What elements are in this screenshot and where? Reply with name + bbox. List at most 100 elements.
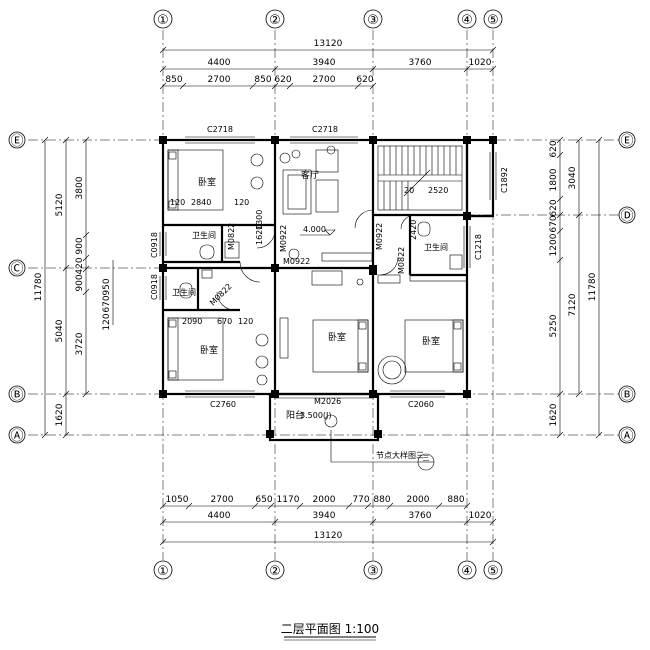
dim-bot-650: 650 — [255, 495, 272, 505]
axis-label-3-bottom: ③ — [367, 564, 379, 579]
room-label-living: 客厅 — [301, 169, 319, 181]
axis-label-3-top: ③ — [367, 13, 379, 28]
dim-right-670: 670 — [549, 215, 559, 232]
dim-top-850-a: 850 — [165, 75, 182, 85]
dim-top-3940: 3940 — [313, 58, 336, 68]
dim-label-2090: 2090 — [182, 317, 202, 326]
dim-left-1620: 1620 — [55, 403, 65, 426]
room-label-bedroom-3: 卧室 — [328, 331, 346, 343]
door-tag-m0922-c: M0922 — [283, 257, 310, 266]
dim-top-2700-a: 2700 — [208, 75, 231, 85]
window-tag-c0918-a: C0918 — [150, 232, 159, 258]
dimensions-top: 13120 4400 3940 3760 1020 850 2700 850 6… — [159, 39, 497, 90]
dim-bot-770: 770 — [352, 495, 369, 505]
axis-label-2-bottom: ② — [269, 564, 281, 579]
room-label-bath-1: 卫生间 — [192, 230, 216, 240]
dim-bot-4400: 4400 — [208, 511, 231, 521]
axis-label-1-bottom: ① — [157, 564, 169, 579]
door-swings — [216, 209, 416, 311]
dim-label-2420: 2420 — [409, 220, 418, 240]
dim-left-outer: 11780 — [34, 272, 44, 301]
axis-grid-lines — [28, 30, 620, 560]
dim-right-1620: 1620 — [549, 403, 559, 426]
axis-label-4-bottom: ④ — [461, 564, 473, 579]
axis-label-b-right: Ⓑ — [620, 388, 633, 403]
axis-label-4-top: ④ — [461, 13, 473, 28]
room-label-bedroom-1: 卧室 — [198, 176, 216, 188]
dim-left-5040: 5040 — [55, 319, 65, 342]
walls — [161, 138, 495, 442]
dim-right-620-b: 620 — [549, 199, 559, 216]
dim-label-2840: 2840 — [191, 198, 211, 207]
dim-right-outer: 11780 — [588, 272, 598, 301]
dimensions-bottom: 1050 2700 650 1170 2000 770 880 2000 880… — [159, 495, 497, 546]
dim-top-2700-b: 2700 — [313, 75, 336, 85]
room-label-bath-3: 卫生间 — [424, 242, 448, 252]
drawing-title: 二层平面图 1:100 — [281, 622, 379, 636]
dim-bot-1050: 1050 — [166, 495, 189, 505]
drawing-title-group: 二层平面图 1:100 — [281, 622, 379, 641]
room-label-bedroom-4: 卧室 — [422, 335, 440, 347]
door-tag-m0922-a: M0922 — [279, 225, 288, 252]
dim-bot-880-b: 880 — [447, 495, 464, 505]
dim-top-850-b: 850 — [254, 75, 271, 85]
node-detail-number: 三 — [423, 454, 430, 462]
furniture — [167, 145, 468, 428]
staircase — [377, 145, 463, 211]
room-label-bedroom-2: 卧室 — [200, 344, 218, 356]
dimensions-right: 620 1800 620 670 1200 5250 1620 3040 712… — [549, 136, 603, 439]
balcony-level-mark: 3.500(J) — [300, 411, 332, 420]
door-tag-m0922-b: M0922 — [375, 223, 384, 250]
dim-label-120-b: 120 — [234, 198, 249, 207]
dim-left-420: 420 — [75, 257, 85, 274]
dim-left-small-950: 950 — [102, 278, 112, 295]
dim-top-total: 13120 — [314, 39, 343, 49]
axis-label-2-top: ② — [269, 13, 281, 28]
axis-label-5-bottom: ⑤ — [487, 564, 499, 579]
dim-top-3760: 3760 — [409, 58, 432, 68]
dim-bot-880-a: 880 — [373, 495, 390, 505]
door-tag-m2026: M2026 — [314, 397, 341, 406]
dim-left-900-b: 900 — [75, 274, 85, 291]
axis-label-e-right: Ⓔ — [620, 134, 633, 149]
dim-bot-3760: 3760 — [409, 511, 432, 521]
dim-right-5250: 5250 — [549, 314, 559, 337]
dim-right-1800: 1800 — [549, 168, 559, 191]
windows — [159, 136, 497, 398]
dim-left-small-670: 670 — [102, 295, 112, 312]
window-tag-c2718-a: C2718 — [207, 125, 233, 134]
dim-label-20: 20 — [404, 186, 414, 195]
dim-top-620-b: 620 — [356, 75, 373, 85]
dim-left-3800: 3800 — [75, 176, 85, 199]
dim-bot-2700: 2700 — [211, 495, 234, 505]
dim-left-small-120: 120 — [102, 313, 112, 330]
window-tag-c2760: C2760 — [210, 400, 236, 409]
dimensions-left: 11780 5120 5040 1620 3800 900 420 900 37… — [34, 136, 114, 439]
node-detail-label: 节点大样图三 — [376, 450, 424, 460]
dim-label-120-a: 120 — [170, 198, 185, 207]
dim-right-3040: 3040 — [568, 166, 578, 189]
axis-label-5-top: ⑤ — [487, 13, 499, 28]
room-labels: 卧室 卧室 卧室 卧室 客厅 卫生间 卫生间 卫生间 阳台 — [172, 169, 448, 421]
dim-label-120-c: 120 — [238, 317, 253, 326]
window-tag-c1892: C1892 — [500, 167, 509, 193]
dim-label-670: 670 — [217, 317, 232, 326]
dim-right-7120: 7120 — [568, 293, 578, 316]
dim-bot-2000-b: 2000 — [407, 495, 430, 505]
door-tag-m0822-b: M0822 — [397, 247, 406, 274]
window-tag-c2718-b: C2718 — [312, 125, 338, 134]
dim-label-1300: 1300 — [255, 210, 264, 230]
annotations: 4.000 3.500(J) 2840 120 120 2090 670 120… — [170, 186, 448, 471]
window-tag-c0918-b: C0918 — [150, 274, 159, 300]
window-tag-c2060: C2060 — [408, 400, 434, 409]
level-mark: 4.000 — [303, 225, 326, 234]
dim-bot-1020: 1020 — [469, 511, 492, 521]
dim-bot-1170: 1170 — [277, 495, 300, 505]
dim-left-3720: 3720 — [75, 332, 85, 355]
axis-bubbles-top: ① ② ③ ④ ⑤ — [153, 9, 503, 29]
dim-bot-2000-a: 2000 — [313, 495, 336, 505]
axis-label-a-right: Ⓐ — [620, 429, 633, 444]
dim-top-4400: 4400 — [208, 58, 231, 68]
dim-right-620-a: 620 — [549, 140, 559, 157]
